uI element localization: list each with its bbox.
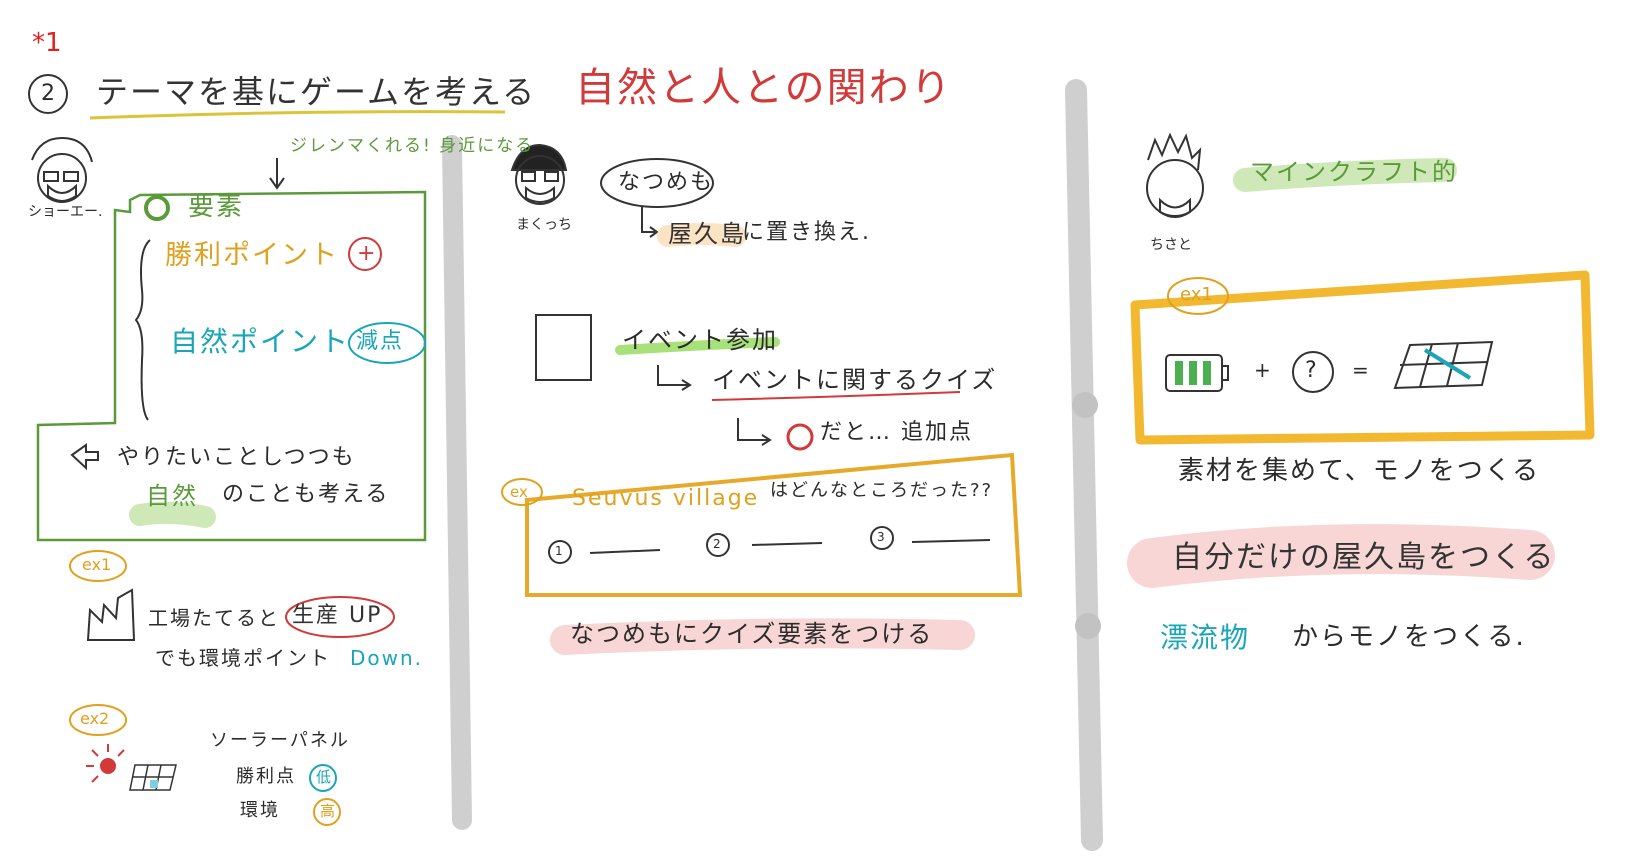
right-line-3-teal: 漂流物 (1160, 621, 1251, 654)
author-chisato: ちさと (1150, 237, 1192, 253)
plus-operator: + (1254, 358, 1271, 382)
speech-bubble-text: なつめも (618, 170, 715, 195)
plus-circle (348, 237, 382, 271)
ex1-line-1: 工場たてると (148, 606, 280, 630)
minecraft-style: マインクラフト的 (1250, 158, 1458, 186)
arrow-down-note (269, 158, 285, 190)
elements-label: 要素 (188, 192, 245, 222)
author-makucchi: まくっち (516, 217, 572, 233)
title-underline (89, 110, 506, 120)
ex1-line-2: でも環境ポイント (155, 646, 331, 670)
ex2-tag: ex2 (80, 709, 110, 728)
right-line-1: 素材を集めて、モノをつくる (1178, 456, 1541, 486)
village-name: Seuvus village (572, 486, 760, 511)
avatar-shoe (31, 136, 93, 203)
nature-points-label: 自然ポイント (170, 325, 351, 358)
footnote-marker: *1 (32, 28, 62, 58)
middle-summary: なつめもにクイズ要素をつける (570, 620, 934, 648)
ex1-tag: ex1 (82, 555, 112, 574)
ex1-box (1130, 270, 1595, 445)
quiz-box (525, 452, 1023, 597)
ex2-env-level: 高 (320, 802, 336, 820)
solar-panel-icon (129, 764, 177, 791)
replace-rest: に置き換え. (742, 220, 871, 245)
minus-points-label: 減点 (356, 329, 405, 354)
divider-1 (442, 135, 472, 830)
event-label: イベント参加 (622, 326, 778, 354)
idea-rest: のことも考える (222, 482, 390, 507)
ex2-title: ソーラーパネル (210, 730, 350, 751)
avatar-chisato (1146, 132, 1204, 218)
ex2-win-level: 低 (316, 768, 332, 786)
question-mark: ? (1305, 358, 1317, 383)
author-shoe: ショーエー. (28, 204, 103, 220)
page-title: テーマを基にゲームを考える (96, 73, 537, 111)
ex2-env-label: 環境 (240, 800, 280, 821)
idea-line-1: やりたいことしつつも (117, 445, 356, 470)
elements-box (36, 190, 427, 542)
blank-3: 3 (877, 530, 885, 544)
equals-operator: = (1352, 358, 1369, 382)
card-icon (535, 314, 592, 381)
plus-sign: + (357, 241, 376, 266)
ex2-win-label: 勝利点 (236, 766, 296, 787)
right-line-3-rest: からモノをつくる. (1292, 622, 1526, 652)
brace (134, 239, 151, 421)
quiz-ex-tag: ex (510, 483, 528, 501)
right-line-2: 自分だけの屋久島をつくる (1172, 540, 1556, 575)
dilemma-note: ジレンマくれる! 身近になる (290, 136, 535, 156)
ex1-down: Down. (350, 646, 424, 670)
blank-1: 1 (555, 544, 563, 558)
elements-circle-icon (144, 195, 170, 221)
replace-place: 屋久島 (668, 220, 746, 248)
avatar-makucchi (510, 143, 568, 205)
divider-knob-1 (1072, 392, 1098, 418)
idea-nature: 自然 (146, 482, 198, 510)
bonus-label: だと… 追加点 (820, 420, 973, 445)
section-number: 2 (28, 74, 68, 114)
ex1-badge: 生産 UP (292, 603, 383, 628)
win-points-label: 勝利ポイント (165, 240, 339, 271)
speech-bubble (600, 158, 714, 208)
blank-2: 2 (713, 537, 721, 551)
divider-knob-2 (1075, 613, 1101, 639)
right-ex1-tag: ex1 (1180, 284, 1213, 305)
theme-title: 自然と人との関わり (575, 65, 953, 111)
grid-panel-icon (1393, 340, 1494, 390)
divider-2 (1065, 79, 1103, 851)
quiz-label: イベントに関するクイズ (712, 366, 998, 394)
battery-icon (1165, 354, 1229, 392)
village-question: はどんなところだった?? (770, 480, 994, 501)
hand-pointer-icon (70, 443, 99, 471)
factory-icon (86, 588, 136, 641)
sun-icon (86, 744, 125, 783)
minus-ellipse (348, 322, 426, 364)
